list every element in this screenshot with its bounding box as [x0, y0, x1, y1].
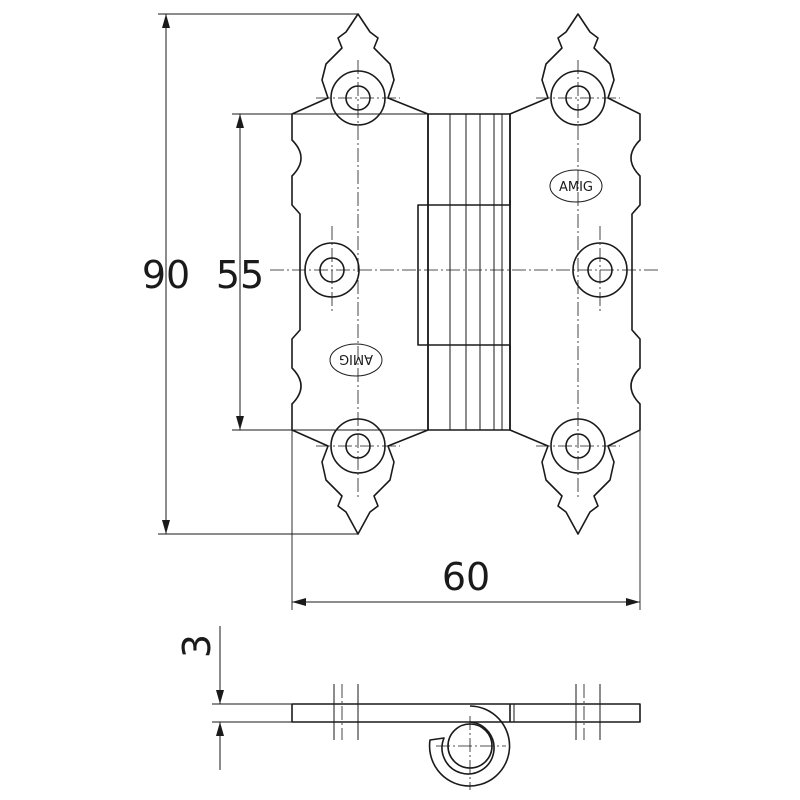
- dimension-label-3: 3: [175, 634, 219, 658]
- dimension-60: 60: [291, 430, 641, 610]
- left-leaf-outline: [291, 13, 429, 535]
- dimension-label-90: 90: [142, 253, 190, 297]
- right-leaf-outline: [509, 13, 641, 535]
- center-lines: [270, 60, 660, 500]
- hinge-front-view: AMIG AMIG: [270, 13, 660, 535]
- brand-mark-left: AMIG: [329, 343, 383, 377]
- side-view-barrel: [428, 705, 511, 790]
- dimension-label-60: 60: [442, 555, 490, 599]
- dimension-90: 90: [142, 13, 358, 535]
- hinge-knuckle: [417, 113, 511, 431]
- dimension-label-55: 55: [216, 253, 264, 297]
- brand-mark-right: AMIG: [549, 169, 603, 203]
- dimension-3: 3: [175, 626, 292, 770]
- dimension-55: 55: [216, 113, 428, 431]
- brand-label-right: AMIG: [559, 180, 593, 195]
- brand-label-left: AMIG: [339, 351, 373, 366]
- hinge-side-view: 3: [175, 626, 641, 790]
